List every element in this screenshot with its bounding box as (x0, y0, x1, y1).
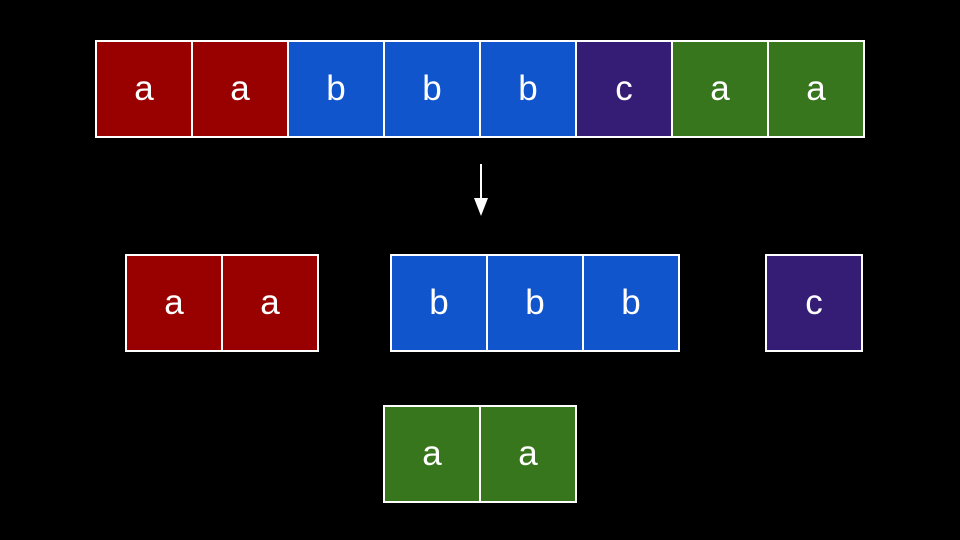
arrow-down-icon (474, 164, 488, 216)
group-cell: a (223, 254, 319, 352)
group-cell: a (127, 254, 223, 352)
group-cell: a (481, 405, 577, 503)
input-cell: b (385, 40, 481, 138)
input-cell: c (577, 40, 673, 138)
group-cell: b (584, 254, 680, 352)
group-cell: c (767, 254, 863, 352)
input-cell: b (481, 40, 577, 138)
input-cell: a (769, 40, 865, 138)
group-run: b b b (390, 254, 680, 352)
group-run: a a (125, 254, 319, 352)
input-cell: a (193, 40, 289, 138)
group-cell: a (385, 405, 481, 503)
input-cell: b (289, 40, 385, 138)
group-run: a a (383, 405, 577, 503)
group-run: c (765, 254, 863, 352)
group-cell: b (488, 254, 584, 352)
input-sequence: a a b b b c a a (95, 40, 865, 138)
input-cell: a (97, 40, 193, 138)
group-cell: b (392, 254, 488, 352)
input-cell: a (673, 40, 769, 138)
